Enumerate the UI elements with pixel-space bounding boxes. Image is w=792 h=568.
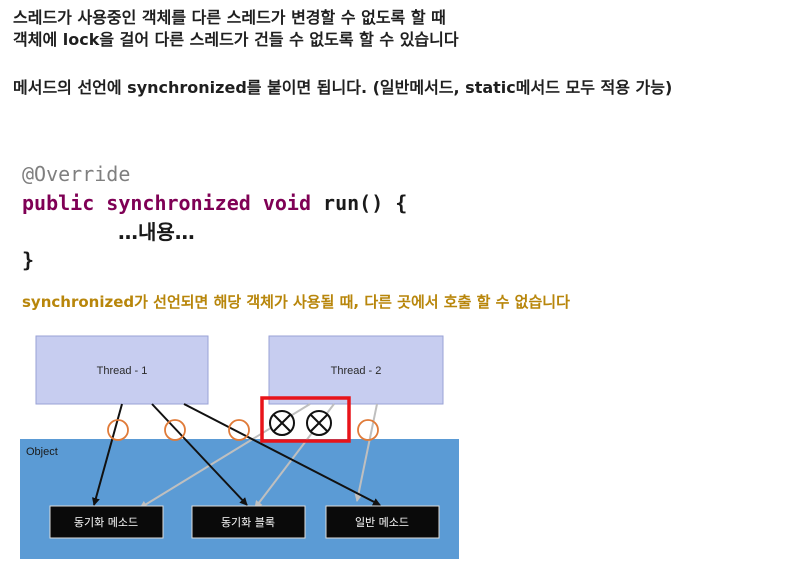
object-label: Object (26, 446, 58, 458)
blocked-icon-1 (269, 410, 295, 436)
code-annotation: @Override (22, 162, 131, 186)
thread-1-box (35, 335, 209, 405)
lock-circle-4 (357, 419, 379, 441)
object-region (20, 439, 459, 559)
lock-circle-2 (164, 419, 186, 441)
intro-line-1: 스레드가 사용중인 객체를 다른 스레드가 변경할 수 없도록 할 때 (13, 8, 446, 27)
sync-method-box (49, 505, 164, 539)
lock-circle-1 (107, 419, 129, 441)
thread-1-arrow-normal (183, 403, 381, 506)
thread-1-label: Thread - 1 (97, 365, 148, 377)
code-keyword-synchronized: synchronized (106, 191, 251, 215)
thread-2-arrow-normal (354, 403, 378, 502)
thread-2-label: Thread - 2 (331, 365, 382, 377)
thread-1-arrow-block (151, 403, 248, 506)
synchronized-note: synchronized가 선언되면 해당 객체가 사용될 때, 다른 곳에서 … (22, 293, 570, 311)
code-signature-rest: run() { (311, 191, 408, 215)
sync-block-label: 동기화 블록 (221, 516, 275, 529)
code-keyword-void: void (262, 191, 312, 215)
sync-method-label: 동기화 메소드 (74, 516, 138, 529)
lock-circle-3 (228, 419, 250, 441)
blocked-highlight-box (260, 396, 351, 443)
code-body: …내용… (118, 220, 195, 244)
normal-method-box (325, 505, 440, 539)
normal-method-label: 일반 메소드 (355, 515, 409, 529)
sync-block-box (191, 505, 306, 539)
thread-2-box (268, 335, 444, 405)
intro-line-2: 객체에 lock을 걸어 다른 스레드가 건들 수 없도록 할 수 있습니다 (13, 30, 459, 49)
code-keyword-public: public (22, 191, 95, 215)
code-signature: public synchronized void run() { (22, 189, 407, 217)
code-close-brace: } (22, 248, 35, 272)
blocked-icon-2 (306, 410, 332, 436)
method-declaration-note: 메서드의 선언에 synchronized를 붙이면 됩니다. (일반메서드, … (13, 78, 673, 97)
